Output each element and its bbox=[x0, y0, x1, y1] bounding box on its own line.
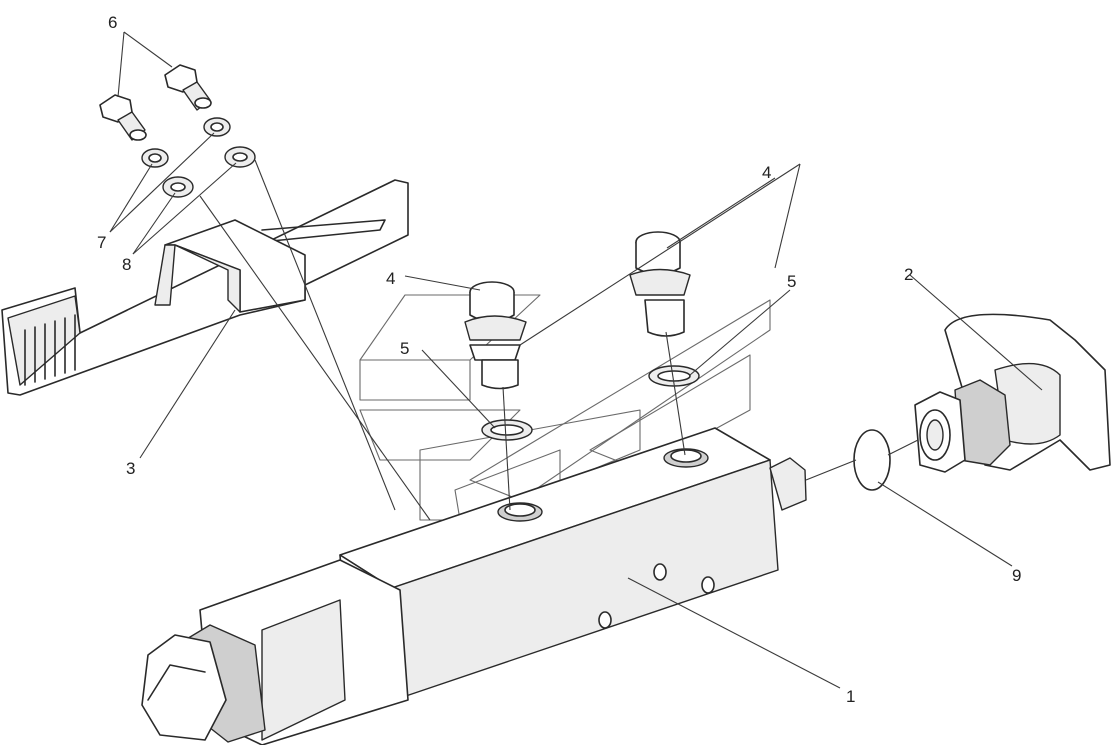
callout-5-right: 5 bbox=[787, 272, 796, 291]
o-ring-9 bbox=[853, 429, 891, 491]
callout-5-left: 5 bbox=[400, 339, 409, 358]
washer-8-right bbox=[224, 146, 256, 168]
seal-washer-5-left bbox=[481, 419, 533, 441]
callout-4-left: 4 bbox=[386, 269, 395, 288]
washer-7-right bbox=[203, 117, 231, 137]
bracket-slots bbox=[24, 314, 76, 386]
bolt-left bbox=[99, 94, 147, 141]
fitting-4-left bbox=[464, 281, 527, 390]
washer-7-left bbox=[141, 148, 169, 168]
callout-8: 8 bbox=[122, 255, 131, 274]
bolt-right bbox=[164, 64, 212, 111]
callout-9: 9 bbox=[1012, 566, 1021, 585]
callout-4-right: 4 bbox=[762, 163, 771, 182]
fitting-4-right bbox=[629, 231, 691, 337]
callout-1: 1 bbox=[846, 687, 855, 706]
callout-7: 7 bbox=[97, 233, 106, 252]
callout-6: 6 bbox=[108, 13, 117, 32]
leader-lines bbox=[109, 31, 1043, 689]
washer-8-left bbox=[162, 176, 194, 198]
quick-coupling-2 bbox=[914, 313, 1111, 473]
callout-2: 2 bbox=[904, 265, 913, 284]
callout-labels: 1 2 3 4 4 5 5 6 7 8 9 bbox=[97, 13, 1021, 706]
main-hex-body bbox=[141, 427, 807, 745]
bracket-plate bbox=[1, 179, 409, 396]
callout-3: 3 bbox=[126, 459, 135, 478]
